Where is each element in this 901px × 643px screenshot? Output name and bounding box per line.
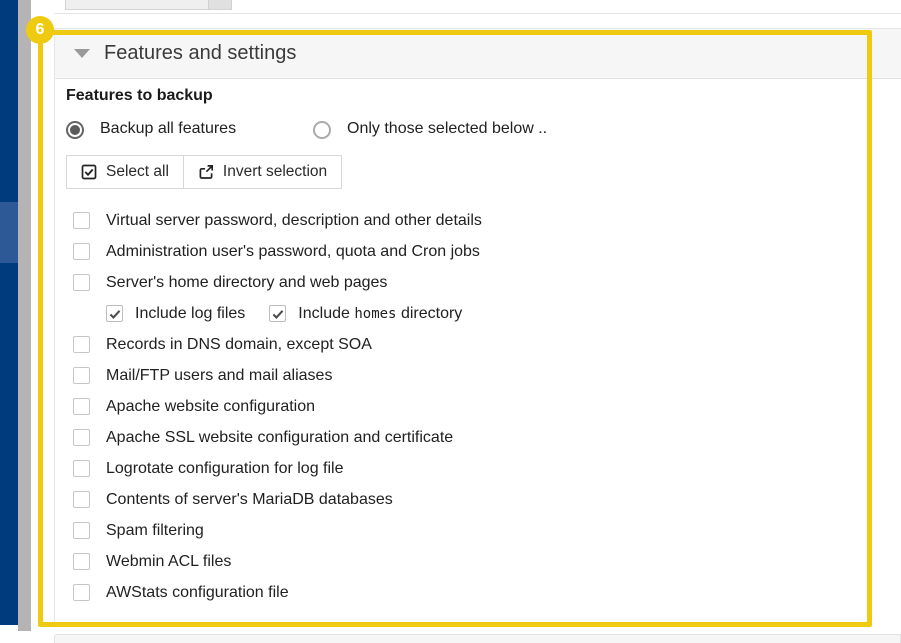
checkbox-mariadb-databases[interactable] bbox=[73, 491, 90, 508]
homes-code-text: homes bbox=[354, 305, 397, 322]
include-log-files-label: Include log files bbox=[135, 304, 246, 322]
left-nav-rail bbox=[0, 0, 18, 625]
radio-only-selected-below-label: Only those selected below .. bbox=[347, 120, 548, 137]
checkbox-include-homes-directory[interactable] bbox=[269, 305, 287, 322]
feature-list: Virtual server password, description and… bbox=[73, 205, 482, 608]
checkbox-include-log-files[interactable] bbox=[106, 305, 123, 322]
feature-label: Contents of server's MariaDB databases bbox=[106, 490, 393, 508]
feature-label: Virtual server password, description and… bbox=[106, 211, 482, 229]
include-homes-directory-label: Include homes directory bbox=[298, 305, 462, 323]
radio-only-selected-below[interactable] bbox=[313, 121, 331, 139]
select-all-button[interactable]: Select all bbox=[66, 155, 184, 189]
nav-active-item[interactable] bbox=[0, 202, 18, 263]
select-all-label: Select all bbox=[106, 163, 169, 180]
checkbox-dns-records[interactable] bbox=[73, 336, 90, 353]
checkbox-checked-icon bbox=[81, 164, 97, 180]
partial-select-above[interactable] bbox=[65, 0, 232, 10]
feature-row: AWStats configuration file bbox=[73, 577, 482, 608]
feature-label: Logrotate configuration for log file bbox=[106, 459, 344, 477]
checkbox-mail-ftp-users[interactable] bbox=[73, 367, 90, 384]
select-dropdown-button[interactable] bbox=[208, 0, 231, 9]
feature-row: Administration user's password, quota an… bbox=[73, 236, 482, 267]
next-section-header[interactable] bbox=[54, 634, 901, 643]
checkbox-webmin-acl[interactable] bbox=[73, 553, 90, 570]
invert-selection-label: Invert selection bbox=[222, 163, 328, 180]
features-to-backup-heading: Features to backup bbox=[66, 87, 213, 104]
selection-toolbar: Select all Invert selection bbox=[66, 155, 343, 189]
feature-row: Records in DNS domain, except SOA bbox=[73, 329, 482, 360]
check-icon bbox=[272, 309, 284, 319]
checkbox-spam-filtering[interactable] bbox=[73, 522, 90, 539]
feature-label: Spam filtering bbox=[106, 521, 204, 539]
feature-label: Apache SSL website configuration and cer… bbox=[106, 428, 454, 446]
caret-down-icon bbox=[74, 49, 90, 58]
feature-label: AWStats configuration file bbox=[106, 583, 289, 601]
feature-label: Apache website configuration bbox=[106, 397, 316, 415]
label-text: directory bbox=[396, 304, 463, 322]
home-directory-options-row: Include log files Include homes director… bbox=[73, 298, 482, 329]
feature-row: Mail/FTP users and mail aliases bbox=[73, 360, 482, 391]
feature-row: Contents of server's MariaDB databases bbox=[73, 484, 482, 515]
feature-row: Apache SSL website configuration and cer… bbox=[73, 422, 482, 453]
feature-row: Virtual server password, description and… bbox=[73, 205, 482, 236]
feature-row: Server's home directory and web pages bbox=[73, 267, 482, 298]
invert-selection-button[interactable]: Invert selection bbox=[182, 155, 343, 189]
checkbox-apache-website[interactable] bbox=[73, 398, 90, 415]
checkbox-logrotate[interactable] bbox=[73, 460, 90, 477]
feature-row: Apache website configuration bbox=[73, 391, 482, 422]
radio-backup-all-features[interactable] bbox=[66, 121, 84, 139]
label-text: Include bbox=[298, 304, 355, 322]
radio-backup-all-features-label: Backup all features bbox=[100, 120, 237, 137]
checkbox-virtual-server-details[interactable] bbox=[73, 212, 90, 229]
feature-row: Logrotate configuration for log file bbox=[73, 453, 482, 484]
scrollbar[interactable] bbox=[18, 0, 31, 631]
feature-label: Webmin ACL files bbox=[106, 552, 232, 570]
share-arrow-icon bbox=[199, 165, 213, 179]
feature-label: Administration user's password, quota an… bbox=[106, 242, 480, 260]
check-icon bbox=[109, 309, 120, 319]
section-divider bbox=[54, 13, 901, 14]
checkbox-awstats[interactable] bbox=[73, 584, 90, 601]
feature-label: Server's home directory and web pages bbox=[106, 273, 388, 291]
feature-row: Spam filtering bbox=[73, 515, 482, 546]
panel-title: Features and settings bbox=[104, 42, 297, 64]
features-settings-panel: Features and settings Features to backup… bbox=[54, 28, 901, 628]
feature-row: Webmin ACL files bbox=[73, 546, 482, 577]
checkbox-admin-user[interactable] bbox=[73, 243, 90, 260]
checkbox-home-directory[interactable] bbox=[73, 274, 90, 291]
checkbox-apache-ssl[interactable] bbox=[73, 429, 90, 446]
panel-header-features-and-settings[interactable]: Features and settings bbox=[55, 29, 901, 79]
feature-label: Records in DNS domain, except SOA bbox=[106, 335, 372, 353]
feature-label: Mail/FTP users and mail aliases bbox=[106, 366, 333, 384]
